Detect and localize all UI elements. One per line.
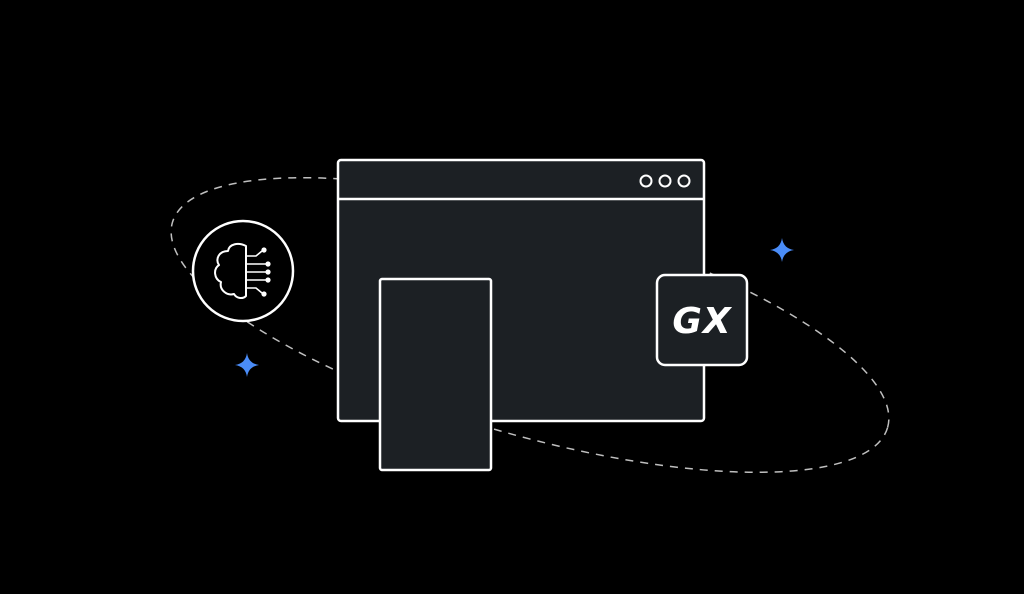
window-dot-1 [639,174,653,188]
sparkle-icon [770,238,794,262]
ai-brain-circle [191,219,295,323]
mobile-device-icon [378,277,493,472]
circuit-lines [246,250,266,294]
window-dots-icon [639,174,691,188]
window-dot-3 [677,174,691,188]
gx-badge-frame [655,273,749,367]
gx-logo-icon: GX [655,273,749,367]
brain-outline [214,242,247,300]
circuit-nodes [261,247,271,297]
gx-badge-text: GX [672,301,733,342]
mobile-device-frame [378,277,493,472]
sparkle-icon [235,353,259,377]
window-dot-2 [658,174,672,188]
ai-brain-circuit-icon [191,219,295,323]
